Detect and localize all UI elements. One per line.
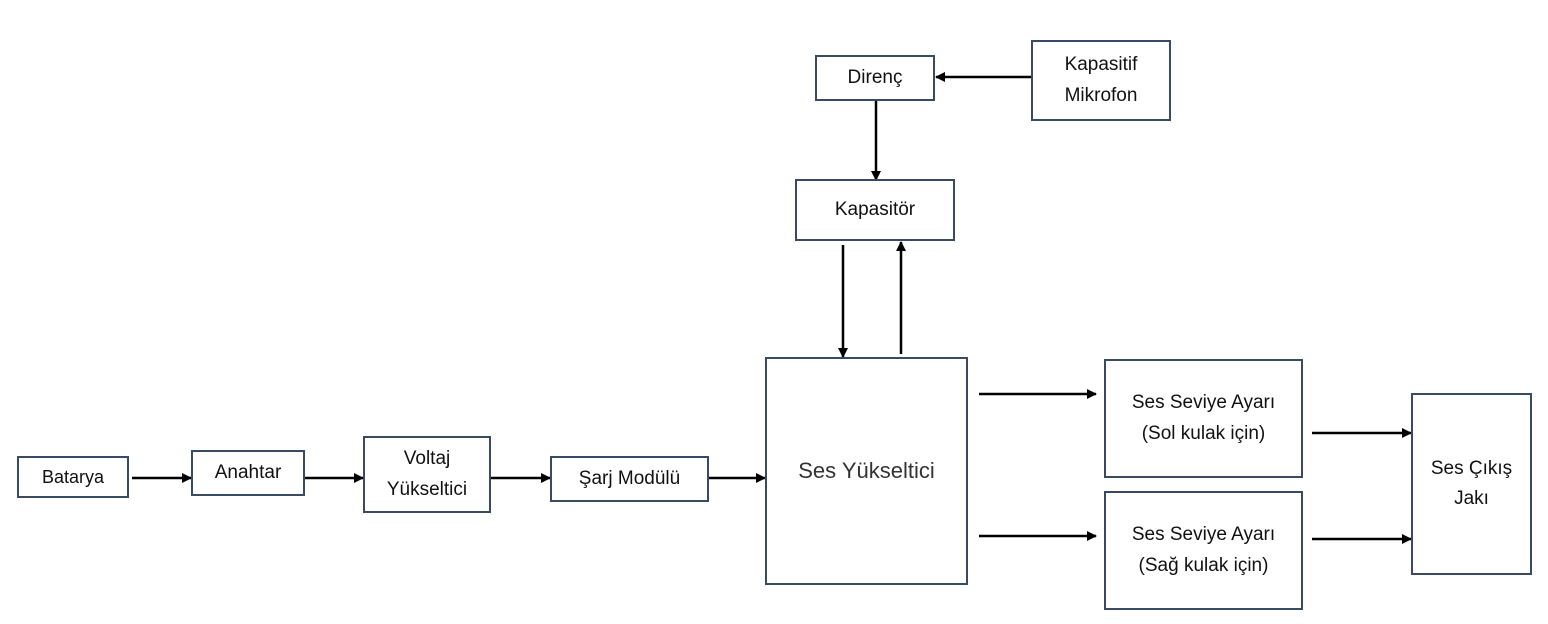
block-kapasitif-mikrofon-label: Kapasitif Mikrofon <box>1065 50 1138 111</box>
block-ses-seviye-sag: Ses Seviye Ayarı (Sağ kulak için) <box>1104 491 1303 610</box>
block-sarj-modulu-label: Şarj Modülü <box>579 464 680 494</box>
block-ses-seviye-sol: Ses Seviye Ayarı (Sol kulak için) <box>1104 359 1303 478</box>
block-kapasitif-mikrofon: Kapasitif Mikrofon <box>1031 40 1171 121</box>
block-kapasitor-label: Kapasitör <box>835 195 915 225</box>
block-batarya-label: Batarya <box>42 463 104 492</box>
block-ses-seviye-sol-label: Ses Seviye Ayarı (Sol kulak için) <box>1132 388 1275 449</box>
block-anahtar-label: Anahtar <box>215 458 282 488</box>
block-sarj-modulu: Şarj Modülü <box>550 456 709 502</box>
block-ses-yukseltici: Ses Yükseltici <box>765 357 968 585</box>
block-direnc: Direnç <box>815 55 935 101</box>
block-batarya: Batarya <box>17 456 129 498</box>
block-kapasitor: Kapasitör <box>795 179 955 241</box>
block-voltaj-yukseltici: Voltaj Yükseltici <box>363 436 491 513</box>
block-direnc-label: Direnç <box>848 63 903 93</box>
block-ses-cikis-jaki-label: Ses Çıkış Jakı <box>1431 454 1512 515</box>
block-ses-seviye-sag-label: Ses Seviye Ayarı (Sağ kulak için) <box>1132 520 1275 581</box>
block-ses-cikis-jaki: Ses Çıkış Jakı <box>1411 393 1532 575</box>
block-voltaj-yukseltici-label: Voltaj Yükseltici <box>387 444 467 505</box>
block-anahtar: Anahtar <box>191 450 305 496</box>
block-ses-yukseltici-label: Ses Yükseltici <box>798 453 935 488</box>
